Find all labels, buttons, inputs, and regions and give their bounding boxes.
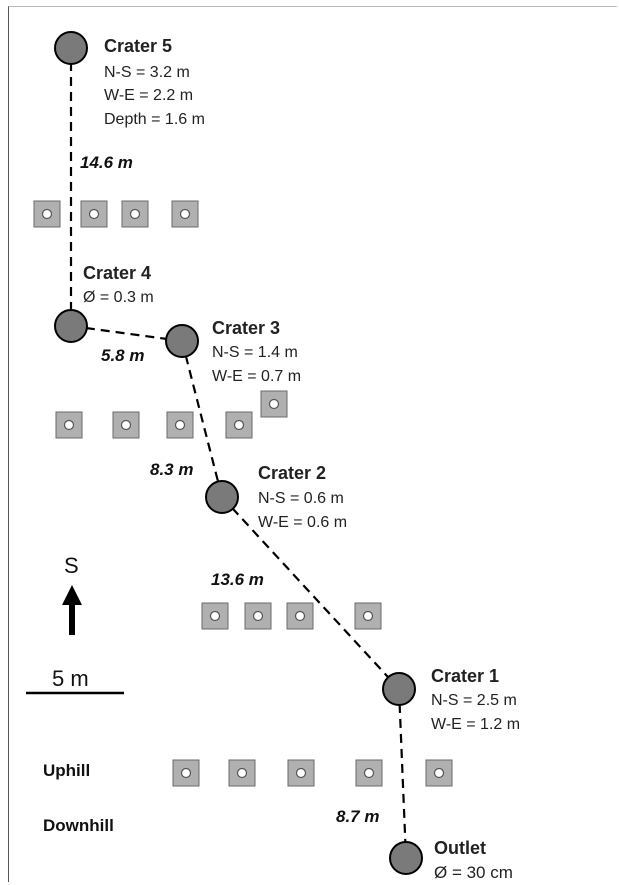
crater-5-marker [54, 31, 88, 65]
scale-bar-label: 5 m [52, 666, 89, 691]
crater-3-marker [165, 324, 199, 358]
path-segment-4-3 [70, 324, 183, 343]
crater-3-info: W-E = 0.7 m [212, 368, 301, 385]
sample-squares [33, 200, 453, 787]
crater-4-marker [54, 309, 88, 343]
crater-1-info: W-E = 1.2 m [431, 716, 520, 733]
sample-square [55, 411, 83, 439]
uphill-label: Uphill [43, 761, 90, 780]
sample-square [33, 200, 61, 228]
crater-2-title: Crater 2 [258, 463, 326, 483]
sample-square [354, 602, 382, 630]
outlet-title: Outlet [434, 838, 486, 858]
sample-square [287, 759, 315, 787]
crater-3-info: N-S = 1.4 m [212, 344, 298, 361]
crater-2-marker [205, 480, 239, 514]
sample-square [260, 390, 288, 418]
crater-1-info: N-S = 2.5 m [431, 692, 517, 709]
distance-label: 8.3 m [150, 460, 193, 479]
sample-square [228, 759, 256, 787]
crater-4-info: Ø = 0.3 m [83, 289, 154, 306]
path-segment-3-2 [180, 340, 224, 498]
distance-label: 5.8 m [101, 346, 144, 365]
downhill-label: Downhill [43, 816, 114, 835]
orientation-arrow-icon [62, 585, 82, 635]
sample-square [80, 200, 108, 228]
sample-square [171, 200, 199, 228]
crater-2-info: N-S = 0.6 m [258, 490, 344, 507]
sample-square [286, 602, 314, 630]
distance-label: 8.7 m [336, 807, 379, 826]
crater-5-info: W-E = 2.2 m [104, 87, 193, 104]
sample-square [201, 602, 229, 630]
crater-5-info: Depth = 1.6 m [104, 111, 205, 128]
orientation-label: S [64, 553, 79, 578]
crater-3-title: Crater 3 [212, 318, 280, 338]
sample-square [355, 759, 383, 787]
sample-square [166, 411, 194, 439]
sample-square [425, 759, 453, 787]
path-segment-2-1 [221, 496, 400, 690]
sample-square [244, 602, 272, 630]
crater-5-title: Crater 5 [104, 36, 172, 56]
crater-path [69, 62, 408, 859]
sample-square [112, 411, 140, 439]
outlet-marker [389, 841, 423, 875]
path-segment-1-outlet [397, 688, 408, 859]
crater-4-title: Crater 4 [83, 263, 151, 283]
diagram-frame [8, 6, 617, 882]
distance-label: 14.6 m [80, 153, 133, 172]
distance-label: 13.6 m [211, 570, 264, 589]
crater-1-marker [382, 672, 416, 706]
outlet-info: Ø = 30 cm [434, 863, 513, 882]
sample-square [172, 759, 200, 787]
crater-1-title: Crater 1 [431, 666, 499, 686]
sample-square [225, 411, 253, 439]
sample-square [121, 200, 149, 228]
crater-5-info: N-S = 3.2 m [104, 64, 190, 81]
crater-2-info: W-E = 0.6 m [258, 514, 347, 531]
